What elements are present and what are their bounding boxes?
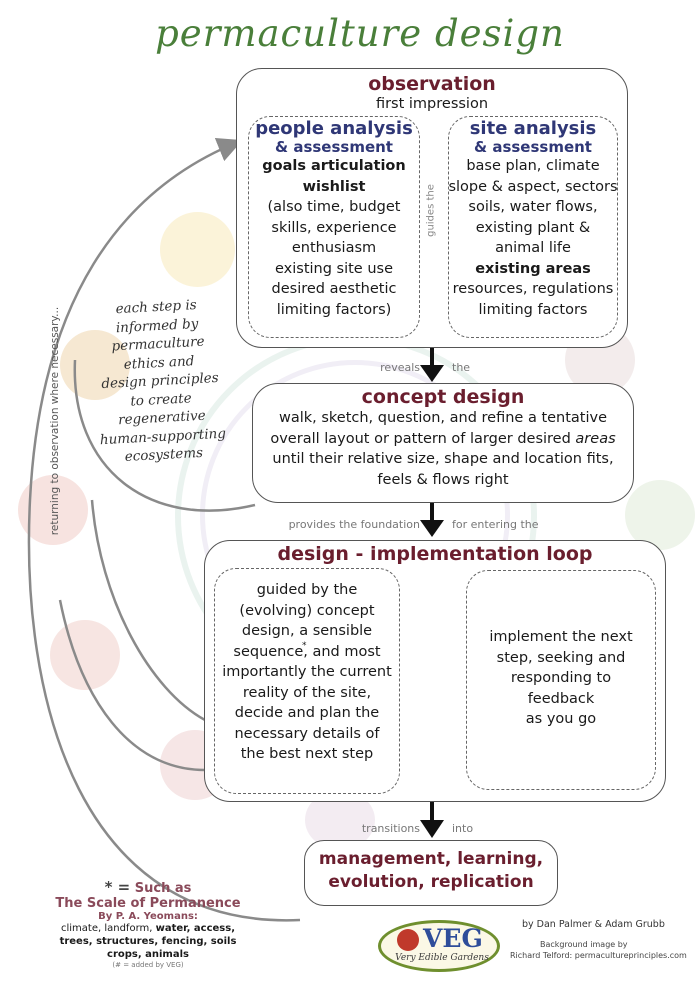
footnote-list-1: climate, landform, water, access,: [28, 922, 268, 935]
people-line: desired aesthetic: [271, 281, 397, 297]
return-arc-outer: [27, 137, 301, 922]
site-line: existing plant &: [475, 219, 591, 236]
site-analysis-subheading: & assessment: [474, 138, 592, 156]
footnote-list-2: trees, structures, fencing, soils: [59, 936, 237, 947]
plan-line: necessary details of: [234, 725, 380, 742]
site-line: soils, water flows,: [468, 199, 598, 215]
site-line: base plan, climate: [466, 158, 600, 174]
plan-line: the best next step: [240, 746, 374, 762]
concept-line: until their relative size, shape and loc…: [272, 451, 614, 467]
footnote-title-row: * = Such as: [28, 878, 268, 896]
return-arc-concept: [73, 359, 256, 512]
design-implementation-box: [204, 540, 666, 802]
implement-line: feedback: [527, 690, 595, 707]
observation-box: [236, 68, 628, 348]
transitions-label: transitions: [361, 822, 420, 835]
footnote-text: , animals: [137, 949, 189, 960]
logo-tagline: Very Edible Gardens: [395, 953, 489, 963]
plan-line: (evolving) concept: [239, 602, 375, 619]
people-line: limiting factors): [276, 301, 392, 318]
site-analysis-heading: site analysis: [469, 118, 597, 139]
background-credit-2: Richard Telford: permacultureprinciples.…: [510, 951, 687, 960]
implement-line: responding to: [510, 670, 612, 686]
plan-line: importantly the current: [222, 664, 392, 680]
management-panel: management, learning, evolution, replica…: [304, 848, 558, 894]
plan-line: sequence, and most: [233, 643, 381, 660]
implement-step-panel: implement the next step, seeking and res…: [466, 627, 656, 730]
footnote-text-bold: water, access,: [155, 923, 235, 934]
observation-subheading: first impression: [375, 96, 489, 112]
provides-label: provides the foundation: [288, 518, 420, 531]
concept-areas-word: areas: [575, 430, 616, 447]
management-box: [304, 840, 558, 906]
footnote-text: crops: [107, 949, 138, 960]
concept-design-box: [252, 383, 634, 503]
footnote-legend: (# = added by VEG): [112, 961, 184, 969]
concept-design-heading: concept design: [361, 386, 525, 408]
management-line: evolution, replication: [328, 872, 534, 892]
people-line: skills, experience: [271, 219, 397, 236]
reveals-label: reveals: [380, 361, 420, 374]
concept-line: walk, sketch, question, and refine a ten…: [278, 410, 608, 426]
people-goals: goals articulation: [262, 158, 406, 174]
background-circle: [60, 330, 130, 400]
background-circle: [625, 480, 695, 550]
site-line: slope & aspect, sectors: [448, 178, 618, 195]
plan-line: reality of the site,: [242, 684, 372, 701]
people-analysis-box: [248, 116, 420, 338]
return-arc-low: [58, 599, 206, 772]
reveals-the-label: the: [452, 361, 471, 374]
guides-label: guides the: [425, 184, 437, 237]
implement-line: as you go: [525, 711, 597, 727]
plan-step-panel: guided by the (evolving) concept design,…: [214, 580, 400, 765]
concept-line: feels & flows right: [377, 471, 509, 488]
footnote-text: climate, landform,: [60, 923, 156, 934]
implement-line: step, seeking and: [496, 649, 626, 666]
site-line: animal life: [495, 240, 571, 256]
plan-line: design, a sensible: [241, 623, 373, 639]
footnote-scale-title: The Scale of Permanence: [55, 896, 241, 911]
concept-line: overall layout or pattern of larger desi…: [270, 430, 576, 447]
people-line: existing site use: [274, 260, 393, 277]
plan-line: decide and plan the: [234, 705, 380, 721]
people-wishlist: wishlist: [302, 178, 366, 195]
plan-line: guided by the: [256, 582, 358, 598]
footnote-list-3: crops, animals: [28, 948, 268, 961]
footnote-star: * =: [104, 878, 131, 896]
footnote: * = Such as The Scale of Permanence By P…: [28, 878, 268, 969]
people-line: (also time, budget: [267, 199, 401, 215]
sequence-star: *: [302, 641, 307, 651]
people-analysis-subheading: & assessment: [275, 138, 393, 156]
people-analysis-panel: people analysis & assessment goals artic…: [248, 118, 420, 320]
background-circle: [160, 212, 235, 287]
return-label: returning to observation where necessary…: [49, 306, 61, 536]
observation-heading: observation: [368, 73, 496, 95]
implement-line: implement the next: [489, 629, 633, 645]
implement-step-box: [466, 570, 656, 790]
into-label: into: [452, 822, 474, 835]
tomato-icon: [397, 929, 419, 951]
footnote-author: By P. A. Yeomans:: [98, 911, 198, 922]
people-analysis-heading: people analysis: [255, 118, 413, 139]
site-line: limiting factors: [478, 301, 588, 318]
concept-line-with-areas: overall layout or pattern of larger desi…: [252, 429, 634, 450]
management-line: management, learning,: [318, 849, 544, 869]
site-existing-areas: existing areas: [475, 260, 591, 277]
authors-credit: by Dan Palmer & Adam Grubb: [522, 919, 665, 930]
veg-logo: VEG Very Edible Gardens: [378, 920, 500, 972]
logo-veg-text: VEG: [423, 924, 483, 953]
site-analysis-box: [448, 116, 618, 338]
entering-label: for entering the: [452, 518, 539, 531]
concept-design-panel: concept design walk, sketch, question, a…: [252, 386, 634, 490]
plan-step-box: [214, 568, 400, 794]
site-analysis-panel: site analysis & assessment base plan, cl…: [446, 118, 620, 320]
loop-heading: design - implementation loop: [277, 543, 593, 565]
return-arc-loop: [90, 499, 206, 722]
people-line: enthusiasm: [291, 240, 377, 256]
footnote-such-as: Such as: [134, 881, 192, 896]
background-credit-1: Background image by: [540, 940, 628, 949]
side-note: each step is informed by permaculture et…: [76, 294, 244, 469]
site-line: resources, regulations: [452, 281, 614, 297]
